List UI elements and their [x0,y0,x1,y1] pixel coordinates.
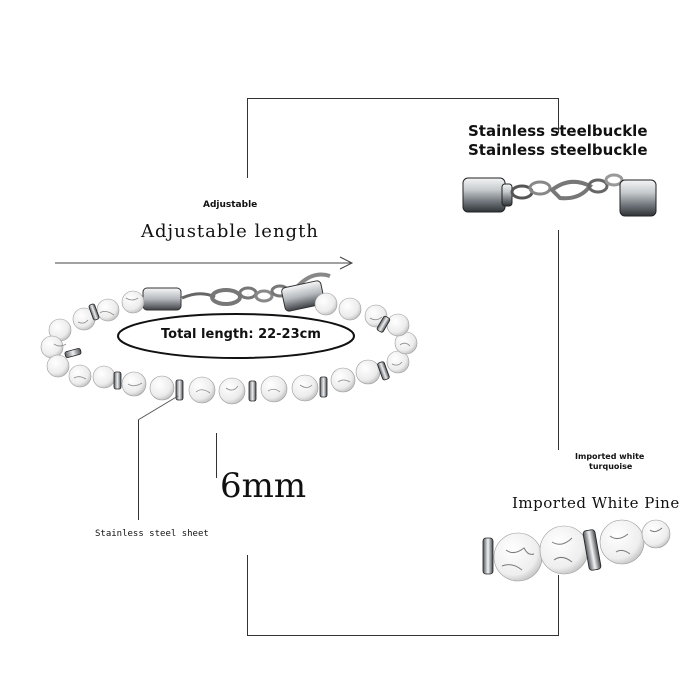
buckle-title-line-2: Stainless steelbuckle [468,141,648,159]
size-pointer-line [216,433,217,478]
frame-top-line [247,98,559,99]
imported-large-label: Imported White Pine [512,494,680,512]
total-length-label: Total length: 22-23cm [161,327,321,342]
frame-left-line-lower [247,555,248,635]
buckle-title-line-1: Stainless steelbuckle [468,122,648,140]
imported-small-label-1: Imported white [575,452,645,461]
imported-small-label-2: turquoise [589,462,633,471]
adjustable-small-label: Adjustable [203,200,258,210]
frame-left-line-upper [247,98,248,178]
frame-right-line-middle [558,230,559,450]
bead-size-label: 6mm [220,466,307,506]
buckle-closeup-image [462,173,657,217]
stainless-sheet-label: Stainless steel sheet [95,529,209,539]
frame-right-line-upper [558,98,559,133]
adjustable-large-label: Adjustable length [141,221,319,242]
frame-right-line-lower [558,575,559,635]
sheet-pointer-vertical [138,420,139,520]
bead-closeup-image [482,519,671,582]
frame-bottom-line [247,635,559,636]
